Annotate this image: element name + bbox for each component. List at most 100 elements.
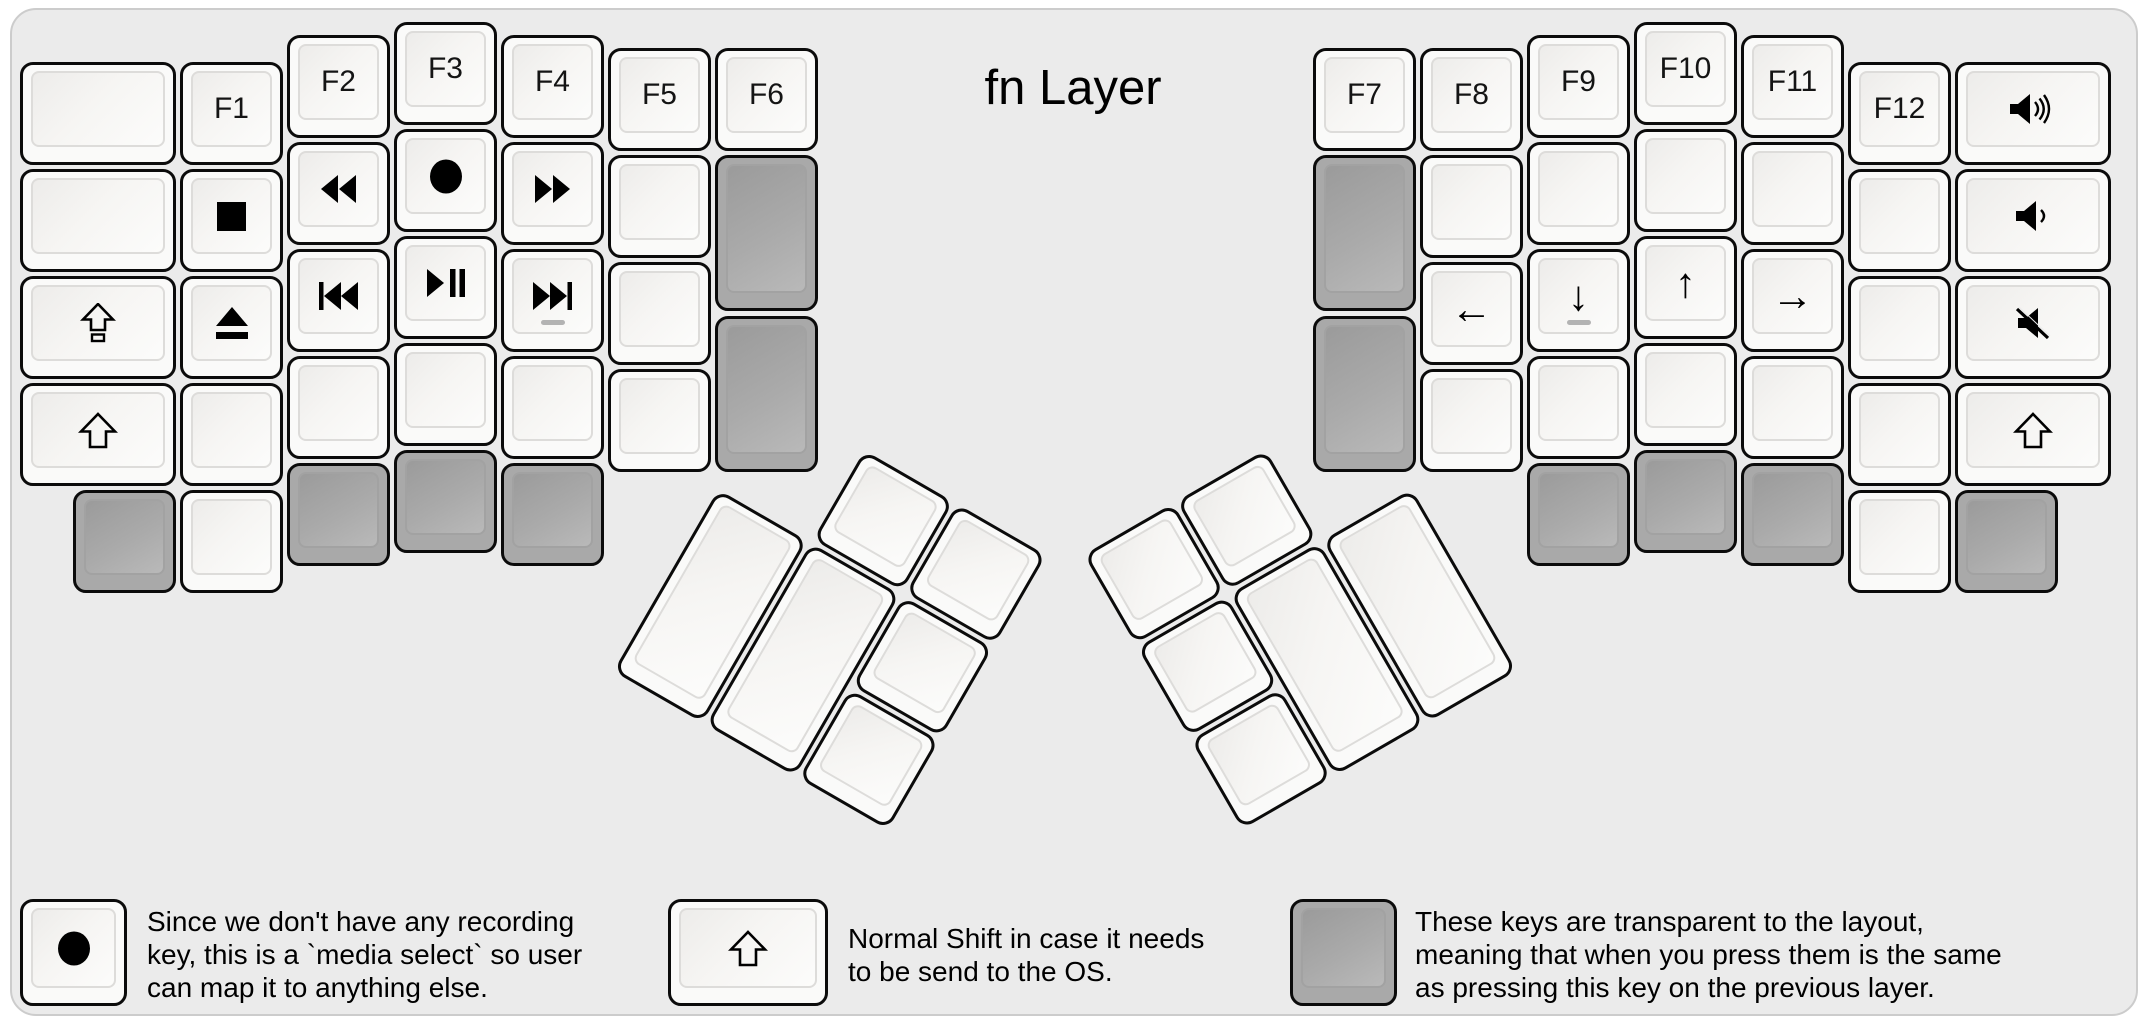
key-media-select[interactable]	[394, 129, 497, 232]
keycap	[512, 151, 593, 227]
key-shift-right[interactable]	[1955, 383, 2111, 486]
keycap	[1538, 365, 1619, 441]
key-stop[interactable]	[180, 169, 283, 272]
key-blank[interactable]	[1741, 356, 1844, 459]
keycap	[1324, 325, 1405, 454]
key-transparent[interactable]	[287, 463, 390, 566]
key-arrow-up[interactable]: ↑	[1634, 236, 1737, 339]
keycap: F6	[726, 57, 807, 133]
page-title: fn Layer	[984, 61, 1162, 115]
rewind-icon	[321, 175, 356, 203]
key-f6[interactable]: F6	[715, 48, 818, 151]
key-arrow-right[interactable]: →	[1741, 249, 1844, 352]
keycap	[84, 499, 165, 575]
key-f12[interactable]: F12	[1848, 62, 1951, 165]
key-blank[interactable]	[394, 343, 497, 446]
record-icon	[57, 931, 90, 965]
key-blank[interactable]	[501, 356, 604, 459]
key-arrow-left[interactable]: ←	[1420, 262, 1523, 365]
key-f11[interactable]: F11	[1741, 35, 1844, 138]
key-label: F9	[1560, 65, 1596, 98]
key-f10[interactable]: F10	[1634, 22, 1737, 125]
key-blank[interactable]	[1848, 490, 1951, 593]
key-f3[interactable]: F3	[394, 22, 497, 125]
key-play-pause[interactable]	[394, 236, 497, 339]
key-shift-left[interactable]	[20, 383, 176, 486]
key-blank[interactable]	[1420, 369, 1523, 472]
keycap	[31, 285, 165, 361]
key-transparent[interactable]	[1313, 316, 1416, 472]
keycap	[1966, 71, 2100, 147]
keycap: →	[1752, 258, 1833, 334]
keycap: F10	[1645, 31, 1726, 107]
key-label: F3	[427, 52, 463, 85]
key-f9[interactable]: F9	[1527, 35, 1630, 138]
key-transparent[interactable]	[1955, 490, 2058, 593]
key-blank[interactable]	[1848, 383, 1951, 486]
key-blank[interactable]	[1634, 343, 1737, 446]
key-volume-down[interactable]	[1955, 169, 2111, 272]
key-label: F11	[1767, 65, 1818, 98]
legend-line: can map it to anything else.	[147, 972, 488, 1003]
key-blank[interactable]	[1848, 276, 1951, 379]
arrow-glyph: ↑	[1675, 259, 1696, 306]
key-arrow-down[interactable]: ↓	[1527, 249, 1630, 352]
keycap: F9	[1538, 44, 1619, 120]
keycap: ↓	[1538, 258, 1619, 334]
key-f5[interactable]: F5	[608, 48, 711, 151]
legend-line: These keys are transparent to the layout…	[1415, 906, 1924, 937]
key-prev-track[interactable]	[287, 249, 390, 352]
key-blank[interactable]	[1420, 155, 1523, 258]
keycap	[1752, 365, 1833, 441]
key-transparent[interactable]	[1741, 463, 1844, 566]
key-transparent[interactable]	[715, 316, 818, 472]
key-blank[interactable]	[287, 356, 390, 459]
key-f2[interactable]: F2	[287, 35, 390, 138]
previous-track-icon	[319, 282, 358, 310]
key-f7[interactable]: F7	[1313, 48, 1416, 151]
key-f1[interactable]: F1	[180, 62, 283, 165]
keycap	[512, 258, 593, 334]
key-volume-up[interactable]	[1955, 62, 2111, 165]
arrow-glyph: →	[1771, 272, 1814, 319]
key-blank[interactable]	[608, 262, 711, 365]
key-transparent[interactable]	[1634, 450, 1737, 553]
key-blank[interactable]	[1527, 142, 1630, 245]
key-mute[interactable]	[1955, 276, 2111, 379]
key-blank[interactable]	[608, 369, 711, 472]
key-blank[interactable]	[1741, 142, 1844, 245]
key-label: F10	[1659, 52, 1712, 85]
key-blank[interactable]	[608, 155, 711, 258]
homing-bar-icon	[540, 320, 565, 325]
keycap	[191, 178, 272, 254]
keycap	[512, 365, 593, 441]
key-next-track[interactable]	[501, 249, 604, 352]
keycap	[619, 164, 700, 240]
keycap	[1538, 151, 1619, 227]
key-caps-lock[interactable]	[20, 276, 176, 379]
key-transparent[interactable]	[1313, 155, 1416, 311]
record-icon	[429, 159, 462, 193]
key-transparent[interactable]	[715, 155, 818, 311]
key-blank[interactable]	[1848, 169, 1951, 272]
keycap: F3	[405, 31, 486, 107]
key-blank[interactable]	[180, 383, 283, 486]
shift-icon	[78, 411, 118, 448]
key-eject[interactable]	[180, 276, 283, 379]
key-blank[interactable]	[1527, 356, 1630, 459]
key-rewind[interactable]	[287, 142, 390, 245]
key-label: F7	[1346, 78, 1382, 111]
key-blank[interactable]	[20, 62, 176, 165]
key-blank[interactable]	[180, 490, 283, 593]
keycap	[1859, 178, 1940, 254]
key-f4[interactable]: F4	[501, 35, 604, 138]
key-transparent[interactable]	[394, 450, 497, 553]
key-transparent[interactable]	[73, 490, 176, 593]
keycap	[1966, 285, 2100, 361]
key-transparent[interactable]	[501, 463, 604, 566]
key-blank[interactable]	[20, 169, 176, 272]
key-transparent[interactable]	[1527, 463, 1630, 566]
key-blank[interactable]	[1634, 129, 1737, 232]
key-fast-forward[interactable]	[501, 142, 604, 245]
key-f8[interactable]: F8	[1420, 48, 1523, 151]
